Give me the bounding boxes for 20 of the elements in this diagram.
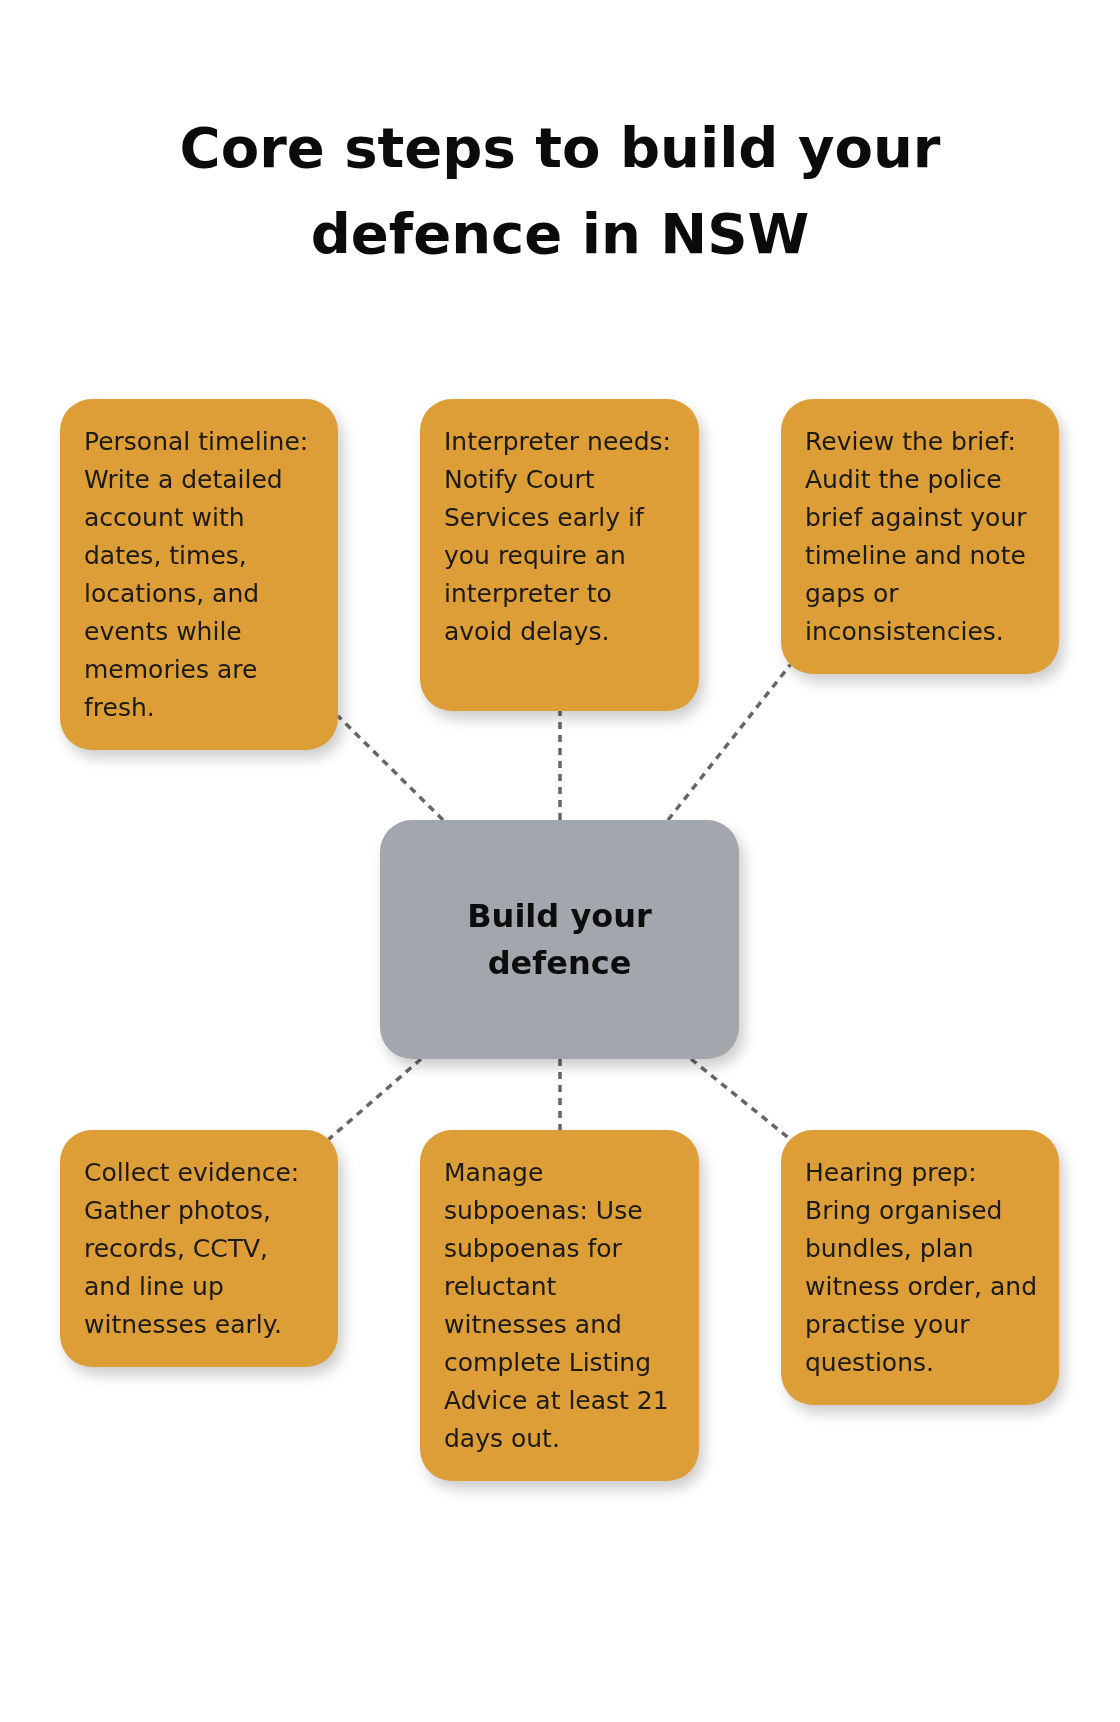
- diagram-title: Core steps to build your defence in NSW: [178, 114, 942, 268]
- step-text: Hearing prep: Bring organised bundles, plan witness order, and practise your questions.: [805, 1157, 1038, 1379]
- step-text: Interpreter needs: Notify Court Services early if you require an interpreter to avoid delays.: [444, 426, 672, 648]
- hub-card: [380, 820, 739, 1059]
- step-card: [420, 1130, 699, 1481]
- step-card: [781, 1130, 1059, 1405]
- hub-title: Build your defence: [466, 895, 653, 984]
- step-card: [60, 399, 338, 750]
- connector-line: [558, 711, 562, 820]
- step-card: [60, 1130, 338, 1367]
- connector-line: [558, 1059, 562, 1130]
- step-text: Collect evidence: Gather photos, records, CCTV, and line up witnesses early.: [84, 1157, 301, 1341]
- step-text: Personal timeline: Write a detailed account with dates, times, locations, and events while memories are fresh.: [84, 426, 310, 724]
- connector-line: [327, 1057, 423, 1141]
- step-text: Review the brief: Audit the police brief against your timeline and note gaps or inconsistencies.: [805, 426, 1028, 648]
- step-card: [781, 399, 1059, 674]
- step-card: [420, 399, 699, 711]
- connector-line: [336, 714, 445, 822]
- connector-line: [666, 663, 792, 822]
- step-text: Manage subpoenas: Use subpoenas for reluctant witnesses and complete Listing Advice at least 21 days out.: [444, 1157, 670, 1455]
